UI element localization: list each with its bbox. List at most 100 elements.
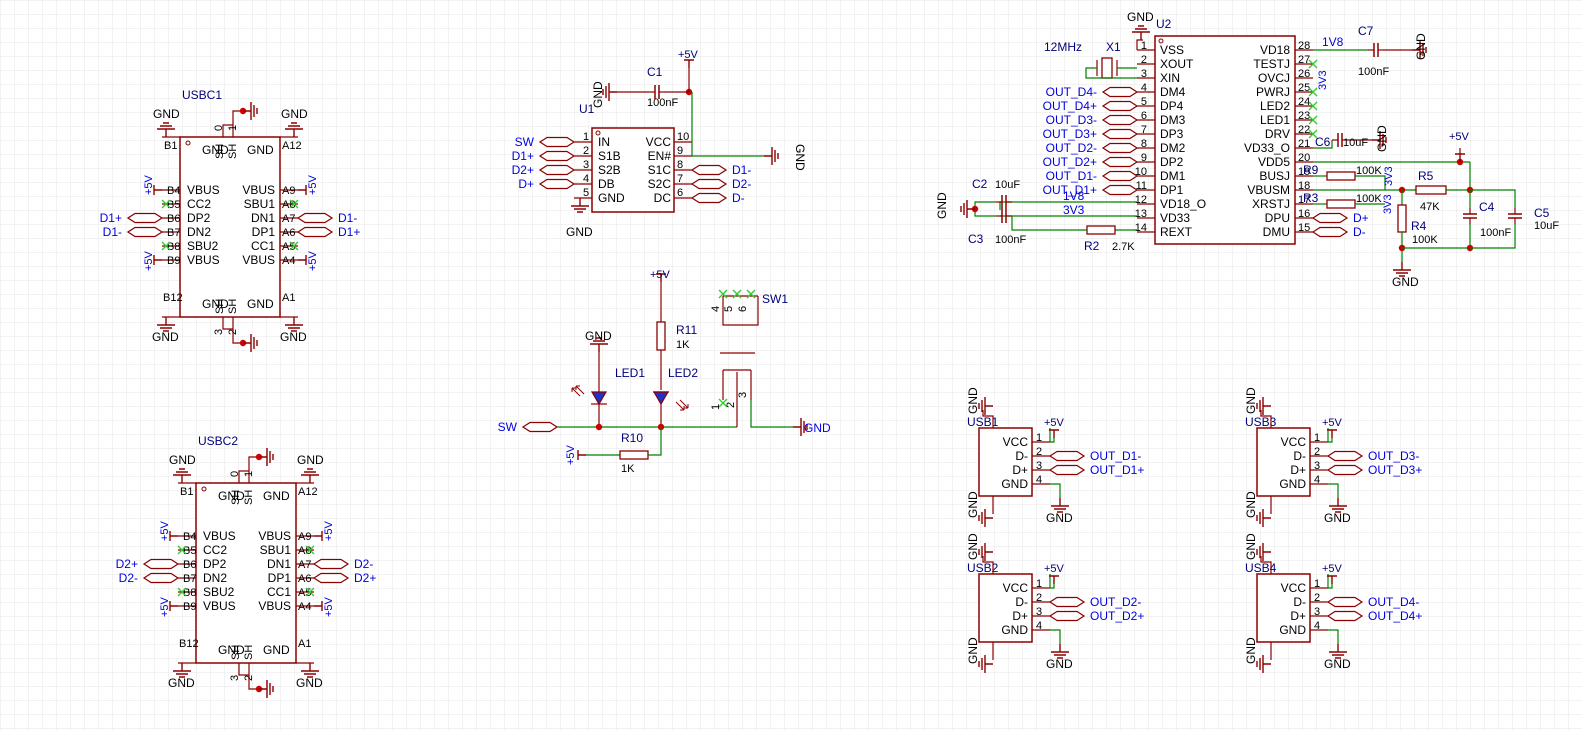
wire[interactable] bbox=[750, 400, 793, 428]
capacitor[interactable] bbox=[654, 85, 660, 99]
wire[interactable] bbox=[1328, 584, 1333, 589]
power-symbol bbox=[153, 255, 162, 265]
net-port[interactable] bbox=[296, 226, 334, 238]
capacitor[interactable] bbox=[1337, 133, 1343, 147]
net-port[interactable] bbox=[538, 150, 576, 162]
wire[interactable] bbox=[648, 427, 662, 456]
resistor[interactable] bbox=[619, 450, 649, 460]
wire[interactable] bbox=[1328, 483, 1339, 498]
wire[interactable] bbox=[1050, 483, 1061, 498]
power-label: +5V bbox=[323, 596, 335, 617]
net-port[interactable] bbox=[142, 558, 180, 570]
net-port[interactable] bbox=[142, 572, 180, 584]
resistor[interactable] bbox=[1326, 199, 1356, 209]
pin-name: VCC bbox=[1281, 435, 1307, 449]
net-port[interactable] bbox=[1101, 170, 1139, 182]
net-port[interactable] bbox=[1101, 128, 1139, 140]
net-port[interactable] bbox=[690, 164, 728, 176]
wire[interactable] bbox=[1328, 629, 1339, 644]
wire[interactable] bbox=[1470, 189, 1516, 208]
net-port[interactable] bbox=[126, 212, 164, 224]
gnd-label: GND bbox=[1324, 511, 1351, 525]
capacitor[interactable] bbox=[1373, 43, 1379, 57]
pin-name: VCC bbox=[1003, 435, 1029, 449]
resistor[interactable] bbox=[1415, 185, 1447, 195]
wire[interactable] bbox=[1470, 224, 1516, 249]
pin-name: CC2 bbox=[203, 543, 227, 557]
ic-u2[interactable] bbox=[1154, 35, 1296, 245]
power-label: +5V bbox=[307, 250, 319, 271]
net-port[interactable] bbox=[1101, 100, 1139, 112]
net-port[interactable] bbox=[538, 178, 576, 190]
pin-number: 5 bbox=[583, 187, 589, 199]
capacitor[interactable] bbox=[1001, 195, 1007, 209]
pin-name: DP2 bbox=[187, 211, 211, 225]
pin-number: B5 bbox=[183, 545, 196, 557]
net-port[interactable] bbox=[1101, 184, 1139, 196]
net-label: OUT_D3- bbox=[1368, 449, 1419, 463]
crystal-x1[interactable] bbox=[1101, 57, 1113, 79]
net-port[interactable] bbox=[296, 212, 334, 224]
net-port[interactable] bbox=[1048, 610, 1086, 622]
resistor[interactable] bbox=[1397, 204, 1407, 233]
net-port[interactable] bbox=[1048, 464, 1086, 476]
pin-number: 10 bbox=[1135, 166, 1147, 178]
capacitor[interactable] bbox=[1508, 213, 1522, 219]
net-port[interactable] bbox=[1326, 596, 1364, 608]
led1-diode[interactable] bbox=[590, 391, 608, 406]
wire[interactable] bbox=[1085, 67, 1137, 79]
wire[interactable] bbox=[1050, 438, 1055, 443]
resistor[interactable] bbox=[656, 321, 666, 351]
capacitor[interactable] bbox=[1463, 213, 1477, 219]
usb-c-connector[interactable] bbox=[195, 482, 297, 664]
pin-name: GND bbox=[263, 489, 290, 503]
gnd-label: GND bbox=[585, 329, 612, 343]
resistor[interactable] bbox=[1326, 171, 1356, 181]
wire[interactable] bbox=[1355, 175, 1386, 190]
capacitor[interactable] bbox=[1001, 209, 1007, 223]
net-port[interactable] bbox=[1311, 212, 1349, 224]
wire[interactable] bbox=[1328, 438, 1333, 443]
net-port[interactable] bbox=[1326, 610, 1364, 622]
net-label: SW bbox=[515, 135, 535, 149]
net-port[interactable] bbox=[312, 558, 350, 570]
pin-name: SBU1 bbox=[244, 197, 276, 211]
usb-a-connector[interactable] bbox=[1256, 427, 1311, 497]
net-port[interactable] bbox=[1101, 156, 1139, 168]
net-port[interactable] bbox=[126, 226, 164, 238]
wire[interactable] bbox=[1011, 216, 1087, 231]
ground-symbol bbox=[1372, 131, 1387, 149]
net-port[interactable] bbox=[538, 164, 576, 176]
net-port[interactable] bbox=[690, 192, 728, 204]
net-port[interactable] bbox=[1101, 142, 1139, 154]
component-value: 2.7K bbox=[1112, 241, 1135, 253]
usb-a-connector[interactable] bbox=[978, 573, 1033, 643]
net-port[interactable] bbox=[690, 178, 728, 190]
net-port[interactable] bbox=[1101, 86, 1139, 98]
ground-symbol bbox=[764, 147, 779, 165]
net-port[interactable] bbox=[312, 572, 350, 584]
net-port[interactable] bbox=[1048, 450, 1086, 462]
power-label: +5V bbox=[1044, 417, 1065, 429]
pin-name: LED1 bbox=[1260, 113, 1290, 127]
net-port[interactable] bbox=[1101, 114, 1139, 126]
net-port[interactable] bbox=[1326, 464, 1364, 476]
pin-line bbox=[238, 663, 250, 676]
component-ref: X1 bbox=[1106, 40, 1121, 54]
pin-name: VBUS bbox=[258, 529, 291, 543]
pin-name: DN1 bbox=[251, 211, 275, 225]
net-port[interactable] bbox=[1311, 226, 1349, 238]
pin-number: A1 bbox=[298, 638, 311, 650]
usb-a-connector[interactable] bbox=[978, 427, 1033, 497]
resistor[interactable] bbox=[1086, 225, 1116, 235]
net-port[interactable] bbox=[521, 421, 559, 433]
wire[interactable] bbox=[1050, 584, 1055, 589]
wire[interactable] bbox=[1313, 140, 1333, 149]
usb-c-connector[interactable] bbox=[179, 136, 281, 318]
wire[interactable] bbox=[1050, 629, 1061, 644]
net-port[interactable] bbox=[1048, 596, 1086, 608]
usb-a-connector[interactable] bbox=[1256, 573, 1311, 643]
net-port[interactable] bbox=[538, 136, 576, 148]
net-port[interactable] bbox=[1326, 450, 1364, 462]
